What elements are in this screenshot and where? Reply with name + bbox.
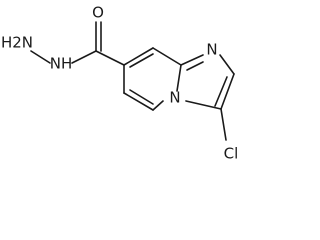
structure-canvas: O H2N NH N N Cl (0, 3, 239, 163)
bond-c8a-n1 (180, 54, 204, 66)
bridgehead-n-label: N (169, 89, 180, 107)
atom-label-layer: O H2N NH N N Cl (1, 4, 238, 163)
bond-c-nh (71, 50, 97, 64)
bond-c5-c6-inner (129, 89, 154, 105)
hydrazide-nh2-label: H2N (1, 34, 33, 52)
oxygen-label: O (92, 4, 104, 22)
bond-c7-c8 (123, 47, 154, 66)
bond-n1-c2 (219, 54, 235, 75)
hydrazide-nh-label: NH (50, 55, 73, 73)
bond-c2-c3 (220, 73, 235, 110)
bond-nh-nh2 (30, 50, 51, 64)
chlorine-label: Cl (224, 145, 239, 163)
bond-c3-n4 (185, 100, 222, 110)
bond-c3-cl (220, 108, 227, 141)
bond-c2-c3-inner (214, 76, 228, 107)
bond-c8-c8a (152, 47, 182, 66)
chemical-structure: O H2N NH N N Cl (1, 4, 238, 163)
bond-layer (30, 21, 235, 141)
bond-c7-c8-inner (129, 53, 154, 68)
bond-n4-c5 (152, 100, 164, 111)
imidazole-n-label: N (206, 41, 217, 59)
bond-c5-c6 (123, 92, 154, 111)
bond-c8a-n4 (176, 64, 182, 92)
bond-c-ring (95, 50, 125, 66)
bond-c8a-n1-inner (186, 61, 204, 71)
